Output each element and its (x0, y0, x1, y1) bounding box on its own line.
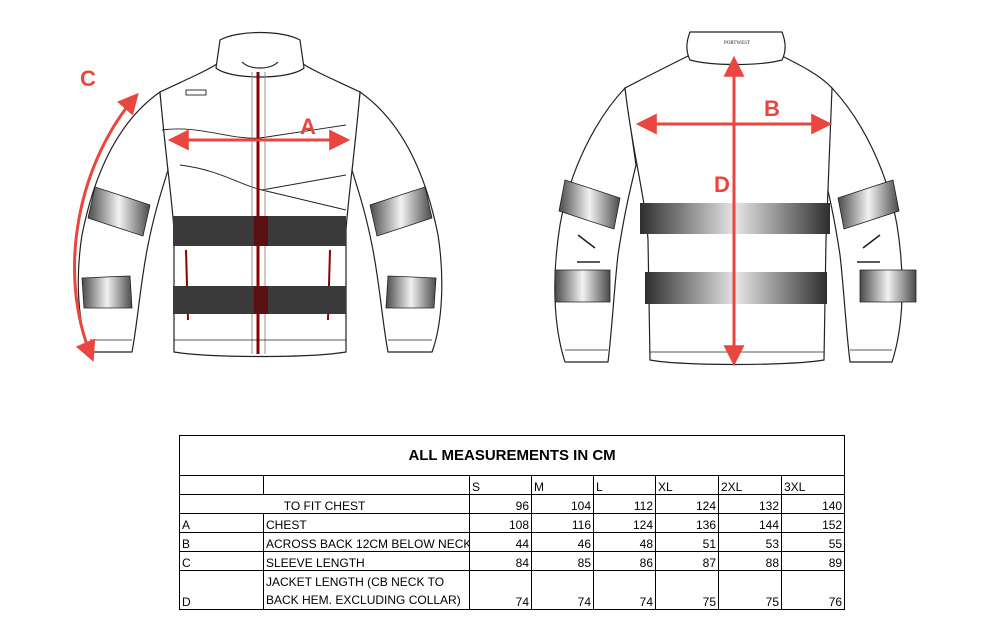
cell-value: 46 (531, 532, 594, 552)
cell-value: 140 (780, 494, 846, 514)
cell-value: 87 (655, 551, 719, 571)
table-row: A CHEST 108 116 124 136 144 152 (179, 513, 846, 533)
back-right-sleeve-band-upper (837, 179, 900, 230)
cell-value: 85 (531, 551, 594, 571)
cell-value: 74 (593, 570, 656, 610)
cell-value: 53 (718, 532, 782, 552)
front-left-sleeve-band-lower (81, 275, 133, 309)
cell-value: 75 (655, 570, 719, 610)
row-code: C (179, 551, 264, 571)
label-d: D (714, 172, 730, 197)
cell-value: 74 (469, 570, 532, 610)
size-header: 2XL (718, 475, 782, 495)
row-name: SLEEVE LENGTH (263, 551, 470, 571)
size-header: S (469, 475, 532, 495)
back-left-sleeve (554, 86, 637, 363)
size-header: M (531, 475, 594, 495)
jacket-diagrams: A C PORTWEST B D (73, 31, 917, 367)
row-code: D (179, 570, 264, 610)
row-name: ACROSS BACK 12CM BELOW NECK (263, 532, 470, 552)
table-row: C SLEEVE LENGTH 84 85 86 87 88 89 (179, 551, 846, 571)
row-name: TO FIT CHEST (179, 494, 470, 514)
label-c: C (80, 66, 96, 91)
front-right-sleeve-band-lower (385, 275, 437, 309)
cell-value: 44 (469, 532, 532, 552)
table-row: TO FIT CHEST 96 104 112 124 132 140 (179, 494, 846, 514)
back-left-sleeve-band-upper (558, 179, 621, 230)
row-name: CHEST (263, 513, 470, 533)
label-b: B (764, 96, 780, 121)
cell-value: 74 (531, 570, 594, 610)
table-row: B ACROSS BACK 12CM BELOW NECK 44 46 48 5… (179, 532, 846, 552)
row-name: JACKET LENGTH (CB NECK TO BACK HEM. EXCLU… (263, 570, 470, 610)
row-name-line2: BACK HEM. EXCLUDING COLLAR) (266, 593, 461, 607)
size-header: L (593, 475, 656, 495)
back-left-sleeve-band-lower (554, 269, 611, 303)
front-collar (215, 31, 305, 78)
cell-value: 51 (655, 532, 719, 552)
cell-value: 144 (718, 513, 782, 533)
cell-value: 112 (593, 494, 656, 514)
cell-value: 75 (718, 570, 782, 610)
row-name-line1: JACKET LENGTH (CB NECK TO (266, 575, 445, 589)
table-row: D JACKET LENGTH (CB NECK TO BACK HEM. EXC… (179, 570, 846, 610)
cell-value: 108 (469, 513, 532, 533)
cell-value: 104 (531, 494, 594, 514)
row-code: B (179, 532, 264, 552)
cell-value: 76 (780, 570, 846, 610)
label-a: A (300, 114, 316, 139)
cell-value: 152 (780, 513, 846, 533)
cell-value: 89 (780, 551, 846, 571)
back-right-sleeve (821, 86, 903, 363)
size-header: 3XL (780, 475, 846, 495)
cell-value: 136 (655, 513, 719, 533)
cell-value: 48 (593, 532, 656, 552)
cell-value: 55 (780, 532, 846, 552)
back-right-sleeve-band-lower (859, 269, 917, 303)
cell-value: 124 (593, 513, 656, 533)
back-hem-band (645, 272, 827, 304)
brand-label: PORTWEST (724, 41, 750, 46)
cell-value: 84 (469, 551, 532, 571)
row-code: A (179, 513, 264, 533)
cell-value: 124 (655, 494, 719, 514)
cell-value: 96 (469, 494, 532, 514)
size-chart-table: ALL MEASUREMENTS IN CM S M L XL 2XL 3XL … (178, 435, 846, 610)
cell-value: 88 (718, 551, 782, 571)
arrow-c (73, 92, 139, 362)
size-header: XL (655, 475, 719, 495)
cell-value: 86 (593, 551, 656, 571)
size-header-row: S M L XL 2XL 3XL (179, 475, 846, 495)
back-collar (686, 31, 786, 66)
table-title: ALL MEASUREMENTS IN CM (178, 435, 846, 476)
cell-value: 116 (531, 513, 594, 533)
front-right-sleeve-band-upper (369, 186, 433, 237)
cell-value: 132 (718, 494, 782, 514)
